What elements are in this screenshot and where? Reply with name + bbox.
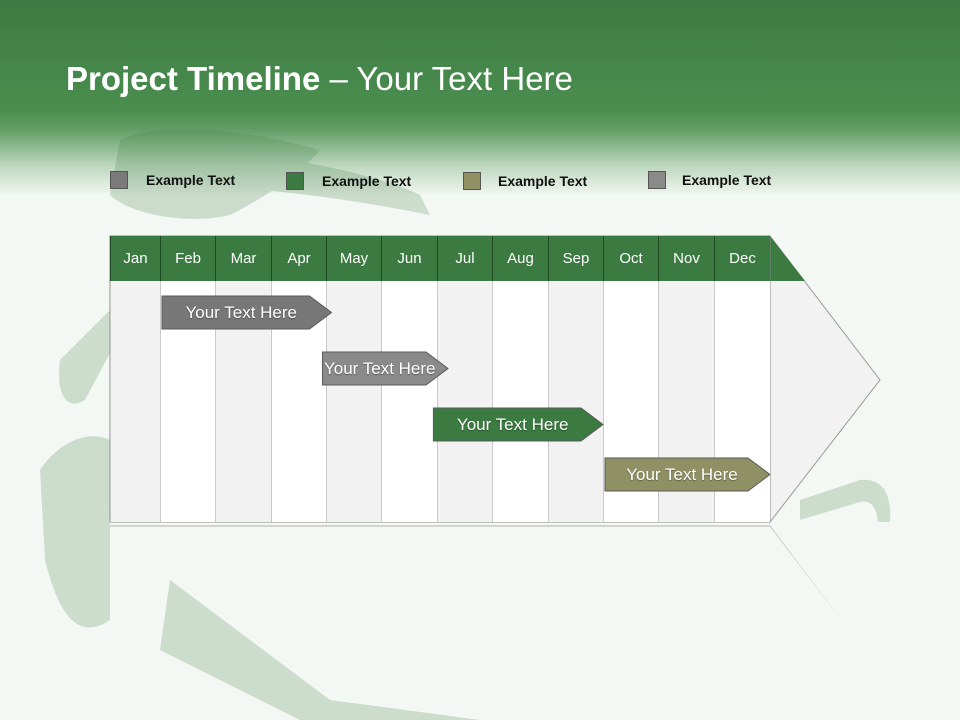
timeline-bar	[161, 295, 333, 330]
legend-label: Example Text	[498, 173, 588, 189]
month-column	[326, 281, 381, 522]
month-column	[492, 281, 548, 522]
header-band	[0, 0, 960, 195]
month-header-dec: Dec	[714, 236, 770, 281]
timeline-bar-label: Your Text Here	[626, 465, 738, 484]
legend-label: Example Text	[682, 172, 772, 188]
title-bold: Project Timeline	[66, 60, 321, 97]
timeline-bar	[604, 457, 771, 492]
month-header-jul: Jul	[437, 236, 492, 281]
month-header-aug: Aug	[492, 236, 548, 281]
timeline-bar-label: Your Text Here	[456, 415, 569, 434]
timeline-bar	[322, 351, 449, 386]
month-header-oct: Oct	[603, 236, 658, 281]
timeline-bar-label: Your Text Here	[185, 303, 297, 322]
legend-swatch	[110, 171, 128, 189]
month-header-sep: Sep	[548, 236, 603, 281]
month-column	[381, 281, 437, 522]
month-header-mar: Mar	[215, 236, 271, 281]
month-column	[110, 281, 160, 522]
timeline-bar-label: Your Text Here	[323, 359, 436, 378]
slide-title: Project Timeline – Your Text Here	[66, 60, 573, 98]
legend-label: Example Text	[146, 172, 236, 188]
legend-swatch	[463, 172, 481, 190]
month-header-may: May	[326, 236, 381, 281]
month-header-nov: Nov	[658, 236, 714, 281]
month-column	[437, 281, 492, 522]
month-header-apr: Apr	[271, 236, 326, 281]
month-header-jan: Jan	[110, 236, 160, 281]
title-rest: – Your Text Here	[320, 60, 573, 97]
legend-swatch	[286, 172, 304, 190]
month-column	[548, 281, 603, 522]
legend-label: Example Text	[322, 173, 412, 189]
month-header-feb: Feb	[160, 236, 215, 281]
month-header-jun: Jun	[381, 236, 437, 281]
legend-swatch	[648, 171, 666, 189]
timeline-bar	[432, 407, 604, 442]
